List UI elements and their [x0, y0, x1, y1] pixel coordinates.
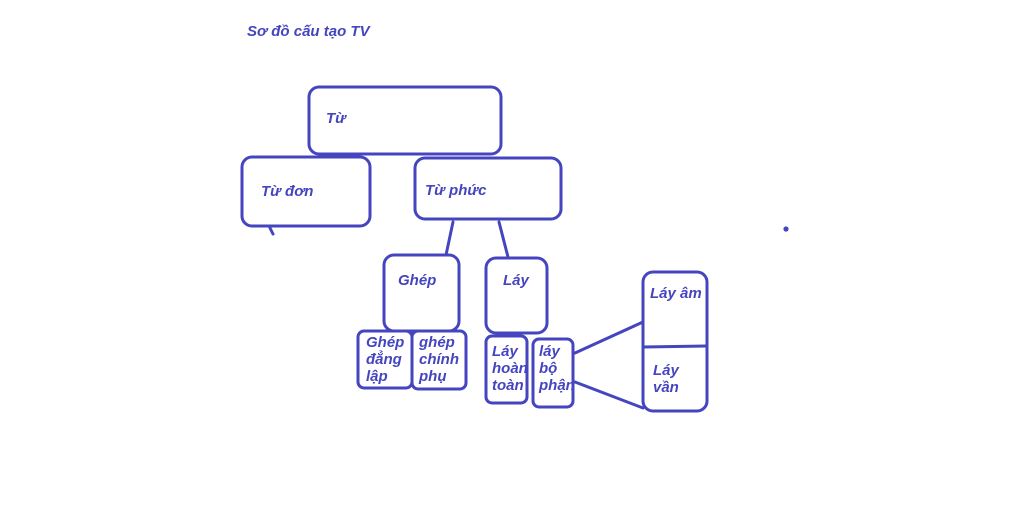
edge-tu-phuc-lay [497, 220, 510, 259]
node-label-lay: Láy [503, 272, 529, 289]
node-label-lay-hoan-toan: Láy hoàn toàn [492, 343, 528, 394]
stray-dot [783, 226, 789, 232]
node-label-ghep-chinh-phu: ghép chính phụ [419, 334, 459, 385]
node-label-tu-phuc: Từ phức [425, 182, 487, 199]
node-box-lay [484, 256, 549, 335]
divider-lay-am-lay-van [641, 344, 709, 349]
node-box-tu [307, 85, 503, 156]
node-box-ghep-chinh-phu [410, 329, 468, 391]
node-box-tu-phuc [413, 156, 563, 221]
node-box-tu-don [240, 155, 372, 228]
node-label-lay-bo-phan: láy bộ phận [539, 343, 575, 394]
node-box-lay-bo-phan [531, 337, 575, 409]
diagram-title: Sơ đồ cấu tạo TV [247, 23, 370, 40]
node-label-lay-am: Láy âm [650, 285, 702, 302]
edge-lay-bo-phan-lay-van [573, 380, 645, 410]
node-label-tu: Từ [326, 110, 346, 127]
node-box-lay-hoan-toan [484, 334, 529, 405]
node-label-lay-van: Láy vần [653, 362, 679, 396]
node-label-ghep: Ghép [398, 272, 437, 289]
node-box-lay-am-lay-van [641, 270, 709, 413]
node-box-ghep [382, 253, 461, 333]
edge-lay-bo-phan-lay-am [573, 320, 645, 355]
node-label-tu-don: Từ đơn [261, 183, 314, 200]
node-label-ghep-dang-lap: Ghép đẳng lập [366, 334, 405, 385]
edge-tu-phuc-ghep [444, 220, 455, 257]
stroke-mark [268, 226, 275, 236]
